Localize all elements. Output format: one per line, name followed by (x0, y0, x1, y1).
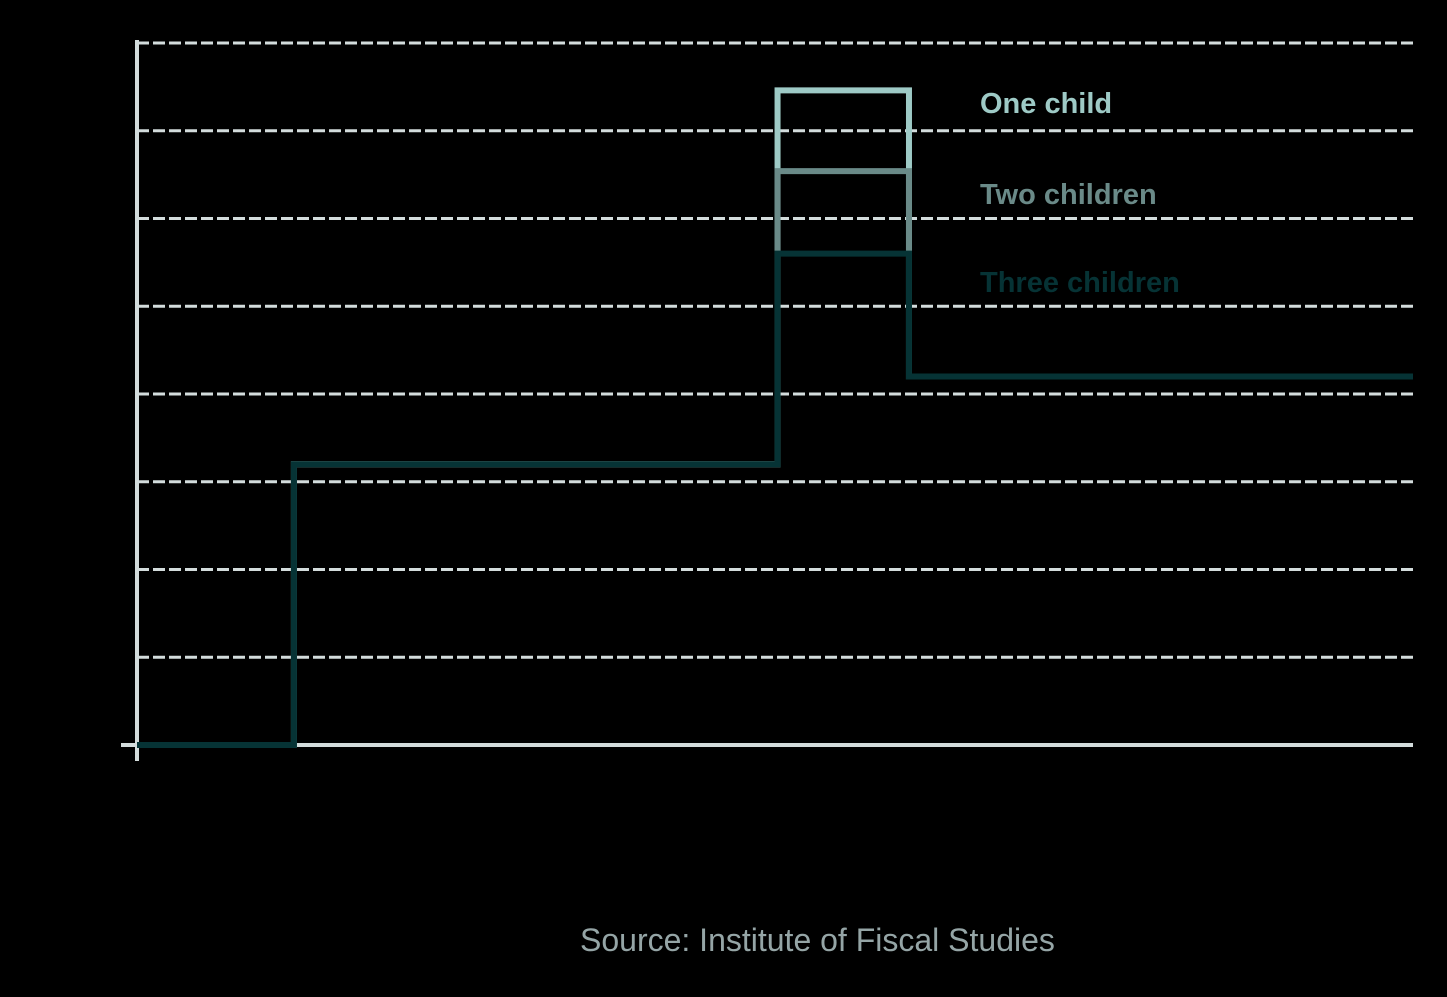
axes (121, 40, 1413, 761)
series-lines (137, 87, 1413, 748)
source-note: Source: Institute of Fiscal Studies (580, 922, 1055, 958)
gridlines (137, 41, 1413, 659)
legend-two-children: Two children (980, 179, 1157, 211)
series-three-children (137, 250, 1413, 748)
legend-one-child: One child (980, 88, 1113, 120)
legend-three-children: Three children (980, 267, 1180, 299)
